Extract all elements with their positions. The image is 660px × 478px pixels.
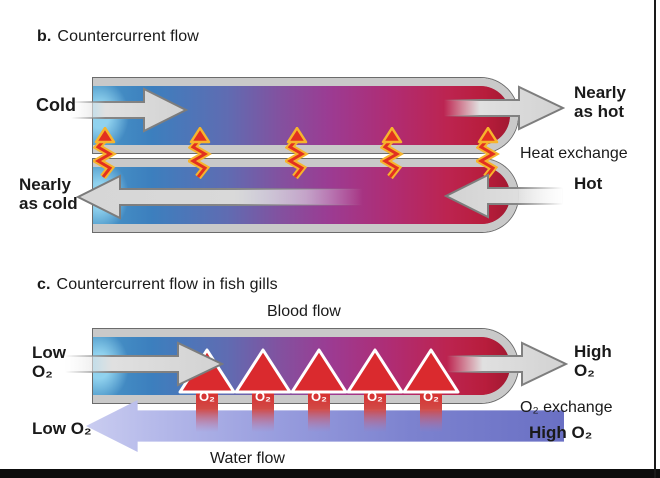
figure-right-border <box>654 0 656 478</box>
heat-bolt-icon <box>476 127 500 179</box>
cold-label: Cold <box>36 95 76 115</box>
high-o2-out-label: High O₂ <box>574 342 612 380</box>
blood-flow-label: Blood flow <box>267 303 341 320</box>
o2-exchange-label: O₂ exchange <box>520 399 613 416</box>
heat-bolt-icon <box>188 127 212 179</box>
o2-molecule-label: O₂ <box>423 389 439 404</box>
panel-b-index: b. <box>37 28 52 45</box>
low-o2-inflow-arrow <box>64 341 224 387</box>
o2-transfer-arrow <box>402 348 460 432</box>
cold-inflow-arrow <box>70 87 188 133</box>
panel-c-title: c. Countercurrent flow in fish gills <box>37 276 278 294</box>
water-high-o2-label: High O₂ <box>529 423 593 442</box>
figure-bottom-border <box>0 469 660 478</box>
o2-molecule-label: O₂ <box>255 389 271 404</box>
high-o2-outflow-arrow <box>446 341 568 387</box>
panel-b-title: b. Countercurrent flow <box>37 28 199 46</box>
heat-bolt-icon <box>93 127 117 179</box>
water-flow-label: Water flow <box>210 450 285 467</box>
hot-inflow-arrow <box>444 173 564 219</box>
o2-molecule-label: O₂ <box>199 389 215 404</box>
water-low-o2-label: Low O₂ <box>32 419 92 438</box>
o2-transfer-arrow <box>290 348 348 432</box>
heat-bolt-icon <box>285 127 309 179</box>
panel-c-index: c. <box>37 276 51 293</box>
o2-molecule-label: O₂ <box>367 389 383 404</box>
hot-label: Hot <box>574 174 603 193</box>
low-o2-in-label: Low O₂ <box>32 343 66 381</box>
nearly-as-hot-outflow-arrow <box>443 85 565 131</box>
o2-transfer-arrow <box>346 348 404 432</box>
o2-molecule-label: O₂ <box>311 389 327 404</box>
panel-c-title-text: Countercurrent flow in fish gills <box>56 276 278 293</box>
heat-bolt-icon <box>380 127 404 179</box>
panel-b-title-text: Countercurrent flow <box>57 28 199 45</box>
nearly-as-hot-label: Nearly as hot <box>574 83 626 121</box>
heat-tube-upper <box>93 78 518 153</box>
nearly-as-cold-outflow-arrow <box>76 174 364 220</box>
heat-exchange-label: Heat exchange <box>520 145 628 162</box>
nearly-as-cold-label: Nearly as cold <box>19 175 78 213</box>
o2-transfer-arrow <box>234 348 292 432</box>
